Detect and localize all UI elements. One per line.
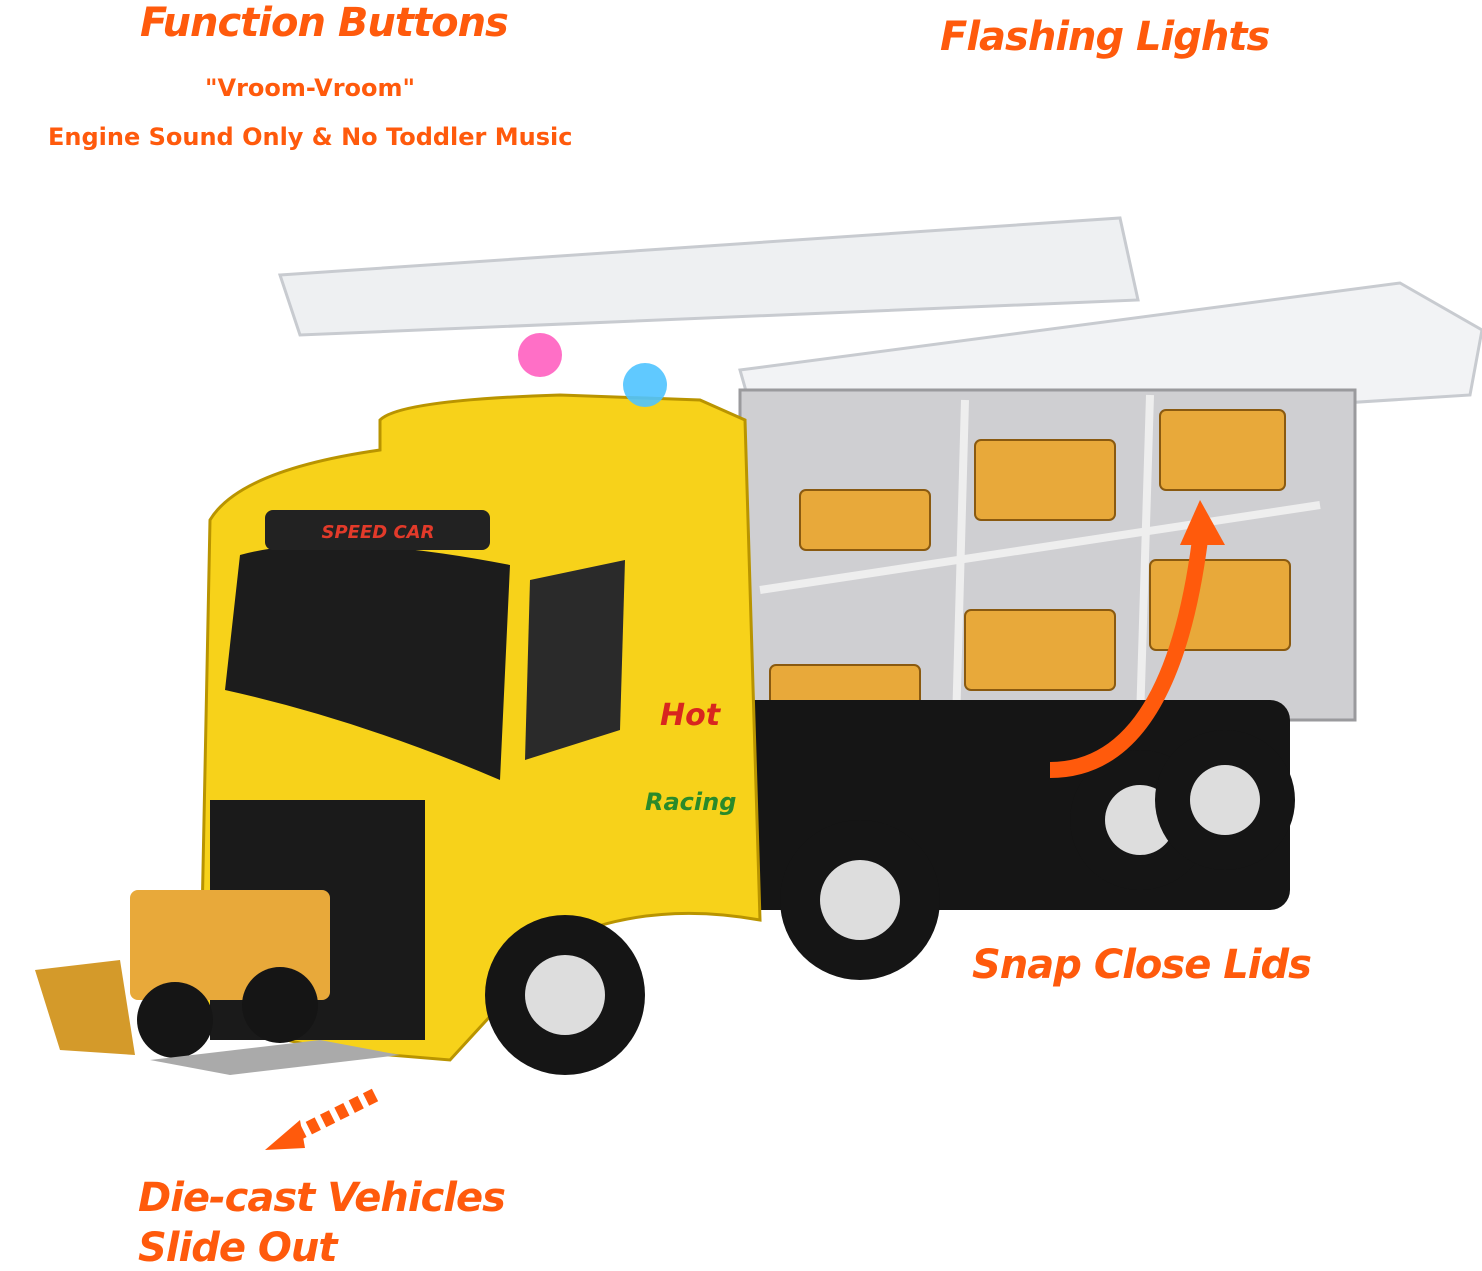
ramp [150,1040,400,1075]
engine-sound-caption: Engine Sound Only & No Toddler Music [48,123,573,151]
dashed-arrow-head [265,1120,305,1150]
side-window [525,560,625,760]
die-cast-caption-line2: Slide Out [138,1225,338,1271]
blue-light [623,363,667,407]
snap-close-caption: Snap Close Lids [972,942,1312,988]
function-buttons-caption: Function Buttons [140,0,509,46]
die-cast-caption-line1: Die-cast Vehicles [138,1175,506,1221]
dashed-arrow [291,1088,379,1142]
lid-back [277,216,1140,337]
racing-decal: Racing [645,788,736,816]
speed-car-visor [265,510,490,550]
curved-arrow [1049,538,1208,778]
hot-decal: Hot [660,698,722,733]
flashing-lights-caption: Flashing Lights [940,14,1270,60]
arrow-head [1180,500,1225,545]
pink-light [518,333,562,377]
diecast-vehicles [769,409,1291,741]
wheels [485,730,1295,1075]
vroom-caption: "Vroom-Vroom" [205,74,416,102]
windshield [225,544,510,780]
speed-car-decal: SPEED CAR [322,522,435,543]
bulldozer [35,890,330,1058]
